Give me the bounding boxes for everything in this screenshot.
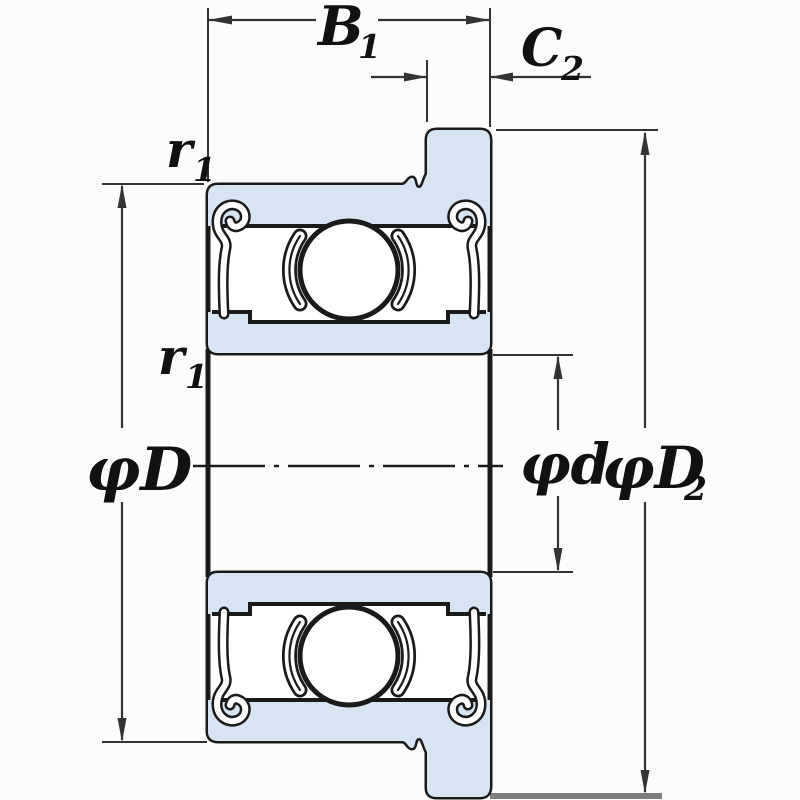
label-r1-lower-sub: 1 (185, 357, 208, 396)
phi-d-bore-arrowhead-bottom (553, 548, 563, 572)
b1-arrowhead-left (208, 15, 232, 25)
c2-arrowhead-left (404, 72, 427, 82)
inner-ring-shoulder-contour-top (212, 310, 486, 324)
dimension-b1 (207, 8, 491, 182)
label-r1-upper: r (166, 120, 196, 179)
c2-arrowhead-right (490, 72, 513, 82)
cage-top-right (390, 228, 417, 312)
cage-bottom-right (390, 614, 417, 698)
label-phi-d2: φD (602, 434, 705, 502)
ball-top (297, 218, 401, 322)
label-c2: C (521, 18, 562, 79)
label-phi-d-outer: φD (86, 435, 192, 505)
cage-bottom-left (281, 614, 308, 698)
label-b1: B (316, 0, 364, 58)
inner-ring-shoulder-contour-bottom (212, 602, 486, 616)
dimension-c2 (371, 60, 591, 122)
phi-d-bore-arrowhead-top (553, 355, 563, 379)
phi-d2-arrowhead-top (640, 131, 650, 155)
phi-d-arrowhead-top (117, 184, 127, 208)
shield-bottom-left (211, 606, 251, 727)
ball-bottom (297, 604, 401, 708)
label-b1-sub: 1 (358, 27, 381, 66)
dimension-bore-diameter (493, 354, 573, 573)
label-r1-upper-sub: 1 (193, 150, 216, 189)
label-c2-sub: 2 (560, 49, 584, 88)
phi-d-arrowhead-bottom (117, 718, 127, 742)
outer-ring-bottom-fill (208, 700, 490, 797)
shield-top-right (447, 199, 487, 320)
outer-ring-top-fill (208, 130, 490, 226)
dimension-outer-diameter (102, 183, 207, 743)
dimension-labels: B 1 C 2 r 1 r 1 φD φd φD 2 (86, 0, 707, 508)
phi-d2-arrowhead-bottom (640, 770, 650, 794)
cage-top-left (281, 228, 308, 312)
label-phi-d2-sub: 2 (683, 469, 707, 508)
shield-bottom-right (447, 606, 487, 727)
label-r1-lower: r (158, 327, 188, 386)
b1-arrowhead-right (466, 15, 490, 25)
shield-top-left (211, 199, 251, 320)
label-phi-d-bore: φd (520, 432, 610, 498)
bearing-cross-section (205, 127, 493, 800)
dimension-flange-diameter (490, 129, 662, 799)
